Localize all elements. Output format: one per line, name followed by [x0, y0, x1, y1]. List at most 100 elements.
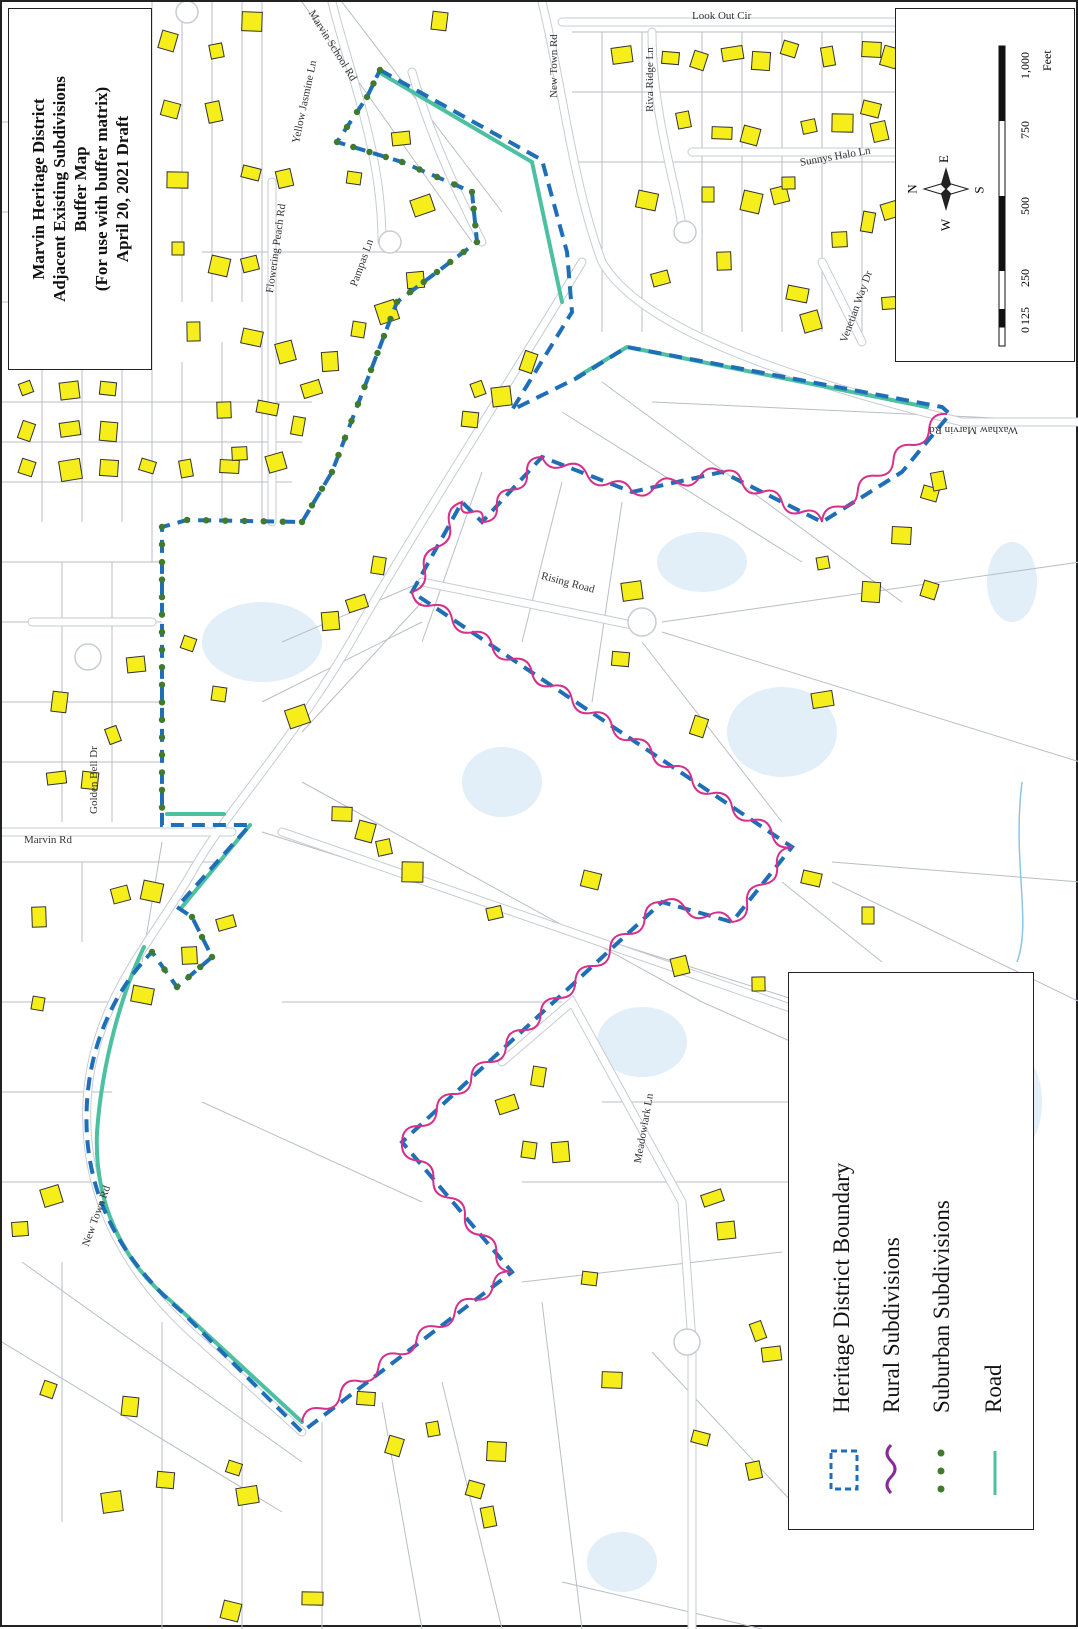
building: [181, 946, 198, 965]
suburban-dot: [367, 366, 375, 374]
building: [130, 984, 155, 1006]
building: [715, 1220, 737, 1241]
building: [219, 458, 240, 475]
building: [861, 40, 882, 59]
building: [320, 610, 341, 632]
building: [831, 113, 854, 133]
building: [610, 650, 631, 668]
building: [39, 1379, 58, 1400]
building: [354, 819, 377, 844]
building: [769, 184, 791, 206]
building: [159, 99, 182, 120]
building: [283, 703, 312, 730]
building: [859, 99, 883, 119]
suburban-dot: [451, 181, 458, 188]
suburban-dot: [308, 502, 316, 509]
building: [580, 1270, 599, 1287]
title-line-3: Buffer Map: [70, 146, 90, 232]
suburban-dot: [433, 173, 441, 181]
suburban-dot: [158, 576, 166, 583]
suburban-dot: [173, 983, 181, 991]
building: [610, 45, 634, 65]
suburban-dot: [148, 948, 156, 956]
title-line-1: Marvin Heritage District: [28, 98, 48, 280]
building: [520, 1140, 538, 1160]
building: [98, 420, 119, 443]
building: [235, 1484, 260, 1507]
suburban-subdivisions-dots: [148, 66, 481, 991]
building: [751, 976, 766, 992]
label-waxhaw-marvin-rd: Waxhaw Marvin Rd: [929, 424, 1018, 436]
label-golden-bell-dr: Golden Bell Dr: [88, 746, 100, 814]
suburban-dot: [343, 123, 351, 131]
building: [409, 193, 436, 218]
building: [750, 50, 772, 72]
suburban-dot: [158, 716, 166, 723]
building: [785, 284, 810, 304]
building: [207, 254, 232, 278]
building: [350, 320, 367, 339]
building: [716, 251, 732, 271]
building: [171, 241, 185, 256]
building: [375, 838, 393, 857]
building: [155, 1470, 176, 1490]
building: [779, 39, 800, 59]
building: [208, 42, 225, 60]
building: [479, 1505, 498, 1529]
building: [240, 164, 262, 182]
suburban-dot: [387, 315, 394, 323]
suburban-dot: [318, 485, 326, 492]
suburban-dot: [198, 933, 206, 941]
building: [781, 176, 796, 190]
building: [98, 458, 120, 478]
building: [720, 44, 745, 63]
building: [45, 770, 68, 786]
legend-symbols: [829, 1443, 997, 1495]
suburban-dot: [433, 268, 441, 276]
building: [274, 167, 295, 190]
suburban-dot: [470, 205, 477, 212]
suburban-dot: [158, 558, 166, 566]
building: [634, 189, 660, 212]
building: [799, 309, 823, 334]
building: [166, 171, 189, 189]
title-line-5: April 20, 2021 Draft: [112, 115, 132, 263]
building: [748, 1319, 768, 1343]
suburban-dot: [260, 518, 267, 525]
suburban-dot: [472, 222, 479, 229]
building: [490, 385, 513, 408]
suburban-dot: [473, 238, 481, 246]
scale-and-north-box: N E S W 0 125 250 500 750 1,000 Feet: [895, 8, 1075, 362]
building: [390, 130, 412, 147]
building: [16, 419, 37, 443]
scale-tick-125: 125: [1018, 307, 1032, 325]
building: [739, 189, 764, 215]
building: [224, 1459, 244, 1477]
building: [264, 451, 288, 474]
building: [660, 50, 681, 66]
building: [689, 49, 709, 72]
suburban-dot: [158, 664, 166, 671]
building: [219, 1599, 243, 1623]
label-riva-ridge-ln: Riva Ridge Ln: [644, 47, 656, 112]
building: [80, 770, 100, 791]
building: [859, 210, 877, 234]
building: [401, 861, 424, 883]
building: [518, 349, 539, 375]
buildings: [10, 10, 948, 1623]
building: [204, 100, 224, 124]
building: [929, 470, 948, 492]
suburban-dot: [158, 769, 166, 776]
suburban-dot: [333, 138, 341, 146]
suburban-dot: [460, 248, 467, 256]
building: [274, 339, 297, 365]
building: [620, 580, 644, 602]
building: [98, 380, 118, 397]
building: [800, 118, 818, 135]
building: [810, 689, 835, 710]
map-title: Marvin Heritage District Adjacent Existi…: [9, 9, 151, 369]
building: [891, 525, 912, 546]
building: [550, 1140, 571, 1164]
map-title-box: Marvin Heritage District Adjacent Existi…: [8, 8, 152, 370]
suburban-dot: [158, 593, 166, 601]
